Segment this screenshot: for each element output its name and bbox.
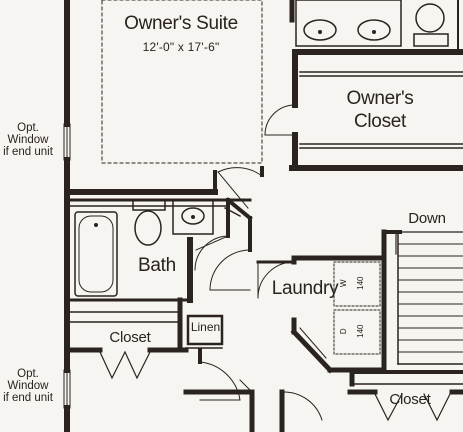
bath-walls	[68, 197, 253, 323]
owners-suite-label: Owner's Suite	[124, 13, 238, 34]
owners-bath-vanity	[289, 0, 463, 55]
opt-window-note-bottom-line3: if end unit	[3, 392, 53, 405]
optional-window-bottom	[63, 369, 71, 409]
optional-window-top	[63, 123, 71, 161]
hall-closet-label: Closet	[109, 329, 151, 346]
linen-closet-walls	[185, 314, 224, 349]
owners-closet-label-line2: Closet	[353, 111, 407, 132]
laundry-walls	[256, 229, 387, 387]
opt-window-note-top-line2: Window	[7, 134, 49, 147]
suite-bottom-wall	[64, 166, 264, 209]
bath-label: Bath	[138, 255, 176, 276]
dryer-size: 140	[355, 324, 365, 338]
suite-ceiling-outline	[101, 0, 263, 164]
washer-label: W	[338, 279, 348, 287]
laundry-label: Laundry	[271, 278, 339, 299]
lower-closet-walls	[347, 370, 463, 422]
washer-size: 140	[355, 276, 365, 290]
lower-closet-label: Closet	[389, 391, 431, 408]
opt-window-note-top-line3: if end unit	[3, 146, 53, 159]
hall-closet-walls	[67, 297, 189, 380]
owners-closet-label-line1: Owner's	[346, 88, 414, 109]
opt-window-note-bottom-line1: Opt.	[17, 368, 39, 380]
linen-label: Linen	[190, 320, 221, 334]
stairs-down	[384, 230, 463, 365]
opt-window-note-top-line1: Opt.	[17, 122, 39, 134]
hall-walls	[183, 216, 323, 432]
owners-closet-walls	[264, 49, 463, 171]
opt-window-note-top: Opt. Window if end unit	[0, 122, 56, 158]
washer-dryer	[333, 261, 381, 355]
opt-window-note-bottom-line2: Window	[7, 380, 49, 393]
dryer-label: D	[338, 328, 348, 335]
opt-window-note-bottom: Opt. Window if end unit	[0, 368, 56, 404]
stairs-down-label: Down	[408, 210, 446, 227]
owners-suite-dimensions: 12'-0" x 17'-6"	[142, 40, 220, 54]
